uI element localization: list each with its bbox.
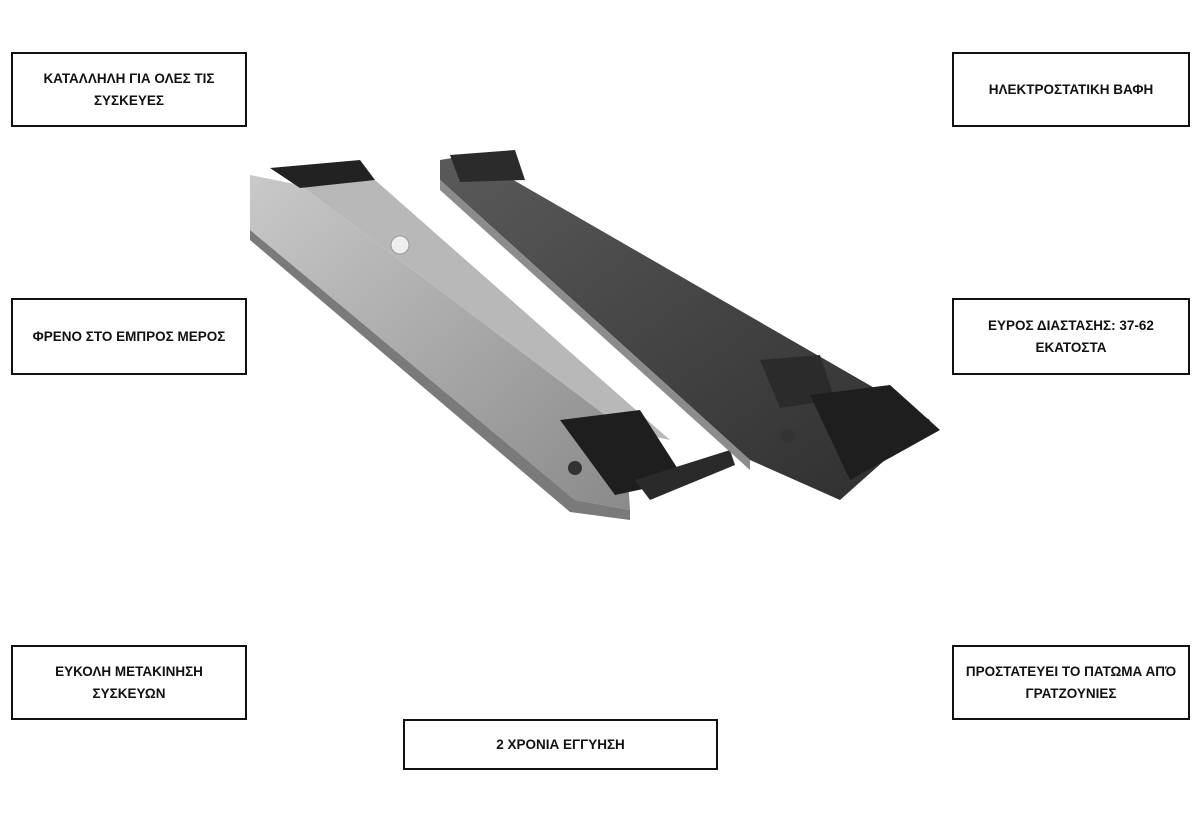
feature-label-front-brake: ΦΡΕΝΟ ΣΤΟ ΕΜΠΡΟΣ ΜΕΡΟΣ (11, 298, 247, 375)
feature-label-warranty: 2 ΧΡΟΝΙΑ ΕΓΓΥΗΣΗ (403, 719, 718, 770)
right-rail (440, 150, 940, 500)
feature-label-electrostatic-paint: ΗΛΕΚΤΡΟΣΤΑΤΙΚΗ ΒΑΦΗ (952, 52, 1190, 127)
left-rail (250, 160, 735, 520)
feature-label-easy-moving: ΕΥΚΟΛΗ ΜΕΤΑΚΙΝΗΣΗ ΣΥΣΚΕΥΩΝ (11, 645, 247, 720)
feature-label-floor-protection: ΠΡΟΣΤΑΤΕΥΕΙ ΤΟ ΠΑΤΩΜΑ ΑΠΌ ΓΡΑΤΖΟΥΝΙΕΣ (952, 645, 1190, 720)
feature-label-size-range: ΕΥΡΟΣ ΔΙΑΣΤΑΣΗΣ: 37-62 ΕΚΑΤΟΣΤΑ (952, 298, 1190, 375)
product-image-appliance-base-rails (250, 150, 940, 520)
feature-label-all-appliances: ΚΑΤΑΛΛΗΛΗ ΓΙΑ ΟΛΕΣ ΤΙΣ ΣΥΣΚΕΥΕΣ (11, 52, 247, 127)
